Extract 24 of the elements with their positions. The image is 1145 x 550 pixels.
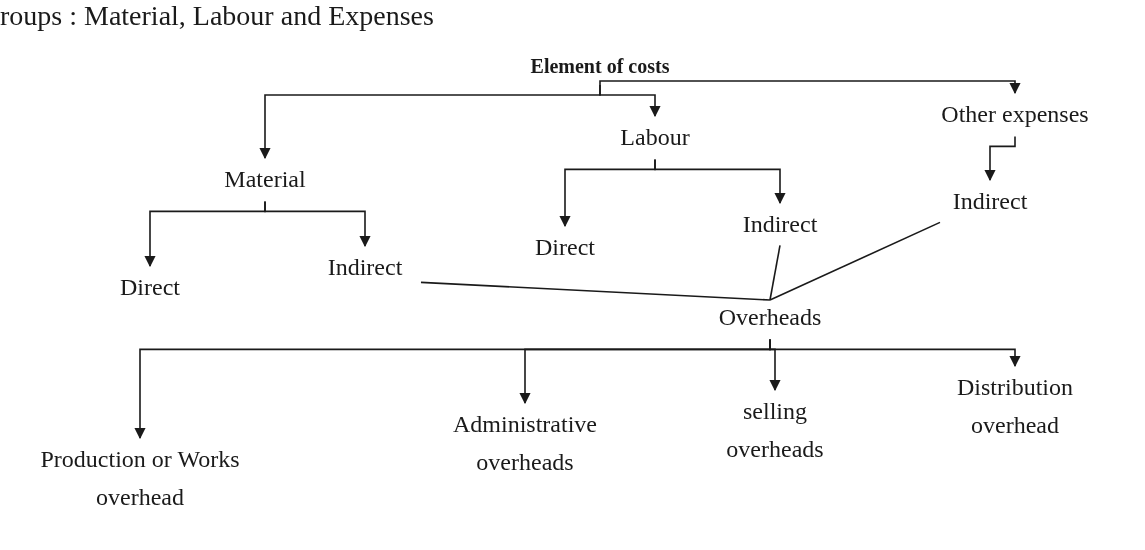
node-label: Production or Works overhead bbox=[39, 445, 241, 513]
node-label: Administrative overheads bbox=[452, 410, 598, 478]
root-heading: Element of costs bbox=[530, 54, 670, 79]
node-label: Direct bbox=[535, 233, 595, 262]
arrow bbox=[769, 338, 1021, 368]
node-label: Material bbox=[224, 165, 306, 194]
arrow bbox=[264, 200, 371, 248]
cut-off-sentence: roups : Material, Labour and Expenses bbox=[0, 2, 434, 30]
node-label: Direct bbox=[120, 273, 180, 302]
node-label: selling overheads bbox=[725, 397, 825, 465]
node-label: Overheads bbox=[718, 303, 822, 332]
node-label: Other expenses bbox=[941, 100, 1089, 129]
arrow bbox=[984, 135, 1016, 182]
arrow bbox=[599, 84, 661, 118]
connector-line bbox=[769, 244, 781, 301]
arrow bbox=[599, 80, 1021, 95]
node-label: Indirect bbox=[327, 253, 403, 282]
connector-line bbox=[769, 221, 941, 301]
node-label: Indirect bbox=[742, 210, 818, 239]
node-label: Indirect bbox=[952, 187, 1028, 216]
node-label: Labour bbox=[620, 123, 690, 152]
node-label: Distribution overhead bbox=[956, 373, 1074, 441]
connector-line bbox=[420, 281, 771, 301]
arrow bbox=[654, 158, 786, 205]
